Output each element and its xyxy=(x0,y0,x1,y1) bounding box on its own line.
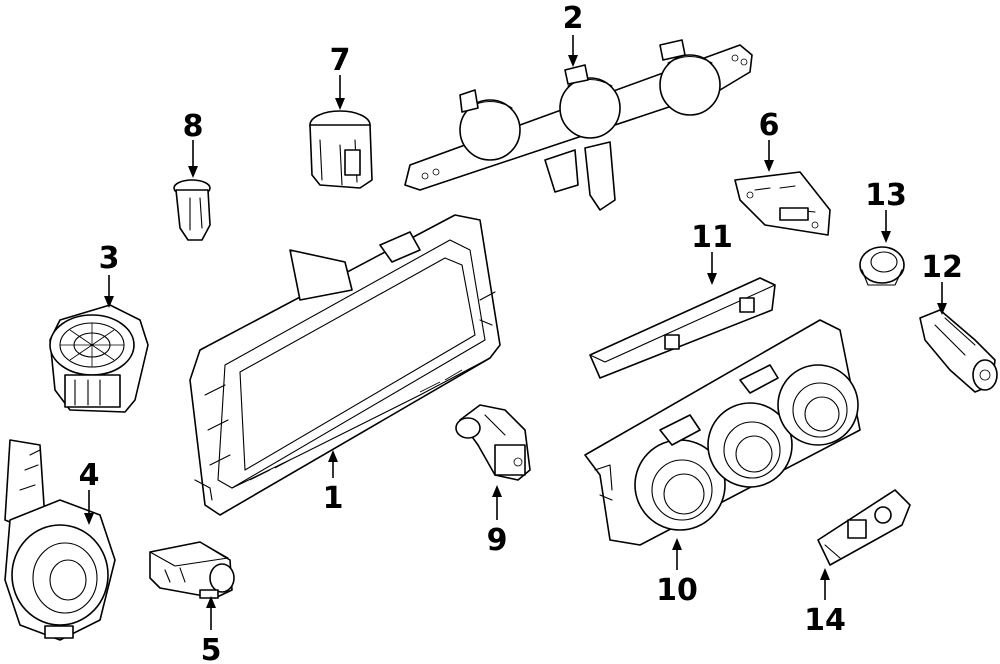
part-13-bezel xyxy=(859,246,905,286)
callout-6: 6 xyxy=(759,108,780,143)
part-4-speaker-bracket xyxy=(4,439,116,641)
leader-lines xyxy=(84,35,947,630)
callout-9: 9 xyxy=(487,523,508,558)
part-10-control-panel xyxy=(584,319,861,546)
callout-10: 10 xyxy=(656,573,698,608)
callout-2: 2 xyxy=(563,1,584,36)
callout-3: 3 xyxy=(99,241,120,276)
part-2-control-bracket xyxy=(404,39,753,211)
part-6-bracket xyxy=(734,171,831,236)
part-1-instrument-cluster xyxy=(189,214,501,516)
callout-4: 4 xyxy=(79,458,100,493)
part-12-socket xyxy=(919,309,998,393)
callout-13: 13 xyxy=(865,178,907,213)
callout-labels: 1 2 3 4 5 6 7 8 9 10 11 12 13 14 xyxy=(79,1,963,664)
part-11-display-module xyxy=(589,277,776,379)
callout-7: 7 xyxy=(330,43,351,78)
part-14-switch-panel xyxy=(817,489,911,566)
callout-14: 14 xyxy=(804,603,846,638)
part-7-sensor xyxy=(309,110,373,189)
part-8-sensor xyxy=(173,179,211,241)
callout-12: 12 xyxy=(921,250,963,285)
callout-8: 8 xyxy=(183,109,204,144)
part-5-switch xyxy=(149,541,235,599)
callout-5: 5 xyxy=(201,633,222,664)
callout-1: 1 xyxy=(323,481,344,516)
part-9-connector xyxy=(455,404,531,481)
part-3-speaker xyxy=(49,304,149,413)
callout-11: 11 xyxy=(691,220,733,255)
